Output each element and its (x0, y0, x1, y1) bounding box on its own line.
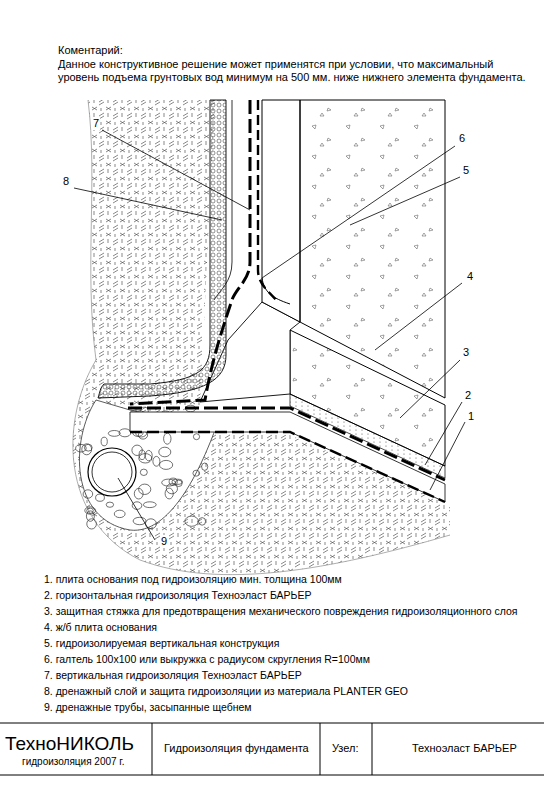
vertical-waterproofing (130, 100, 250, 404)
pebble (132, 445, 142, 455)
soil-edge (73, 100, 450, 575)
pebble (145, 450, 152, 460)
drain-pipe-inner (92, 452, 132, 492)
legend-item: 4. ж/б плита основания (44, 621, 157, 634)
pebble (185, 516, 198, 526)
legend-item: 5. гидроизолируемая вертикальная констру… (44, 637, 279, 650)
pebble (143, 502, 156, 508)
node-label: Узел: (332, 742, 359, 755)
callout-number: 4 (466, 270, 474, 283)
pebble (164, 433, 171, 444)
legend-item: 1. плита основания под гидроизоляцию мин… (44, 573, 342, 586)
callout-number: 3 (462, 346, 470, 359)
pebble (87, 519, 97, 529)
pebble (202, 463, 208, 470)
drainage-layer (98, 100, 226, 398)
legend-item: 7. вертикальная гидроизоляция Техноэласт… (44, 669, 302, 682)
leader-lines (74, 130, 465, 540)
pebble (84, 444, 92, 451)
pebble (159, 447, 171, 457)
legend-item: 9. дренажные трубы, засыпанные щебнем (44, 701, 252, 714)
pebble (83, 490, 93, 498)
pebble (133, 517, 146, 524)
company-subtitle: гидроизоляция 2007 г. (22, 756, 125, 768)
wall-face (300, 100, 445, 398)
callout-number: 8 (62, 175, 70, 188)
pebble (82, 444, 92, 455)
callout-number: 6 (458, 132, 466, 145)
title-block (0, 723, 544, 775)
pebble (160, 460, 173, 469)
callout-number: 1 (467, 410, 475, 423)
pebble (96, 494, 105, 501)
pebble (193, 434, 199, 440)
callout-number: 5 (462, 164, 470, 177)
callout-number: 2 (464, 389, 472, 402)
pebble (108, 431, 120, 437)
legend-item: 6. галтель 100х100 или выкружка с радиус… (44, 653, 370, 666)
drain-pipe (88, 448, 136, 496)
pebble (139, 484, 151, 494)
fillet (262, 278, 290, 304)
pebble (139, 454, 152, 463)
pebble (114, 510, 125, 517)
sheet-title: Гидроизоляция фундамента (164, 742, 309, 755)
comment-text: Данное конструктивное решение может прим… (58, 58, 528, 84)
pebble (106, 502, 113, 507)
soil (73, 100, 450, 575)
pebble (132, 502, 142, 510)
legend-item: 2. горизонтальная гидроизоляция Техноэла… (44, 589, 311, 602)
legend-item: 3. защитная стяжка для предотвращения ме… (44, 605, 518, 618)
node-name: Техноэласт БАРЬЕР (412, 742, 517, 755)
pebble (119, 429, 131, 437)
pebble (199, 518, 206, 526)
pebble (169, 478, 177, 485)
pebble (101, 437, 107, 446)
wall-side (262, 100, 300, 322)
legend-item: 8. дренажный слой и защита гидроизоляции… (44, 685, 408, 698)
pebble (87, 508, 94, 513)
pebble (140, 469, 147, 475)
company-logo: ТехноНИКОЛЬ (5, 733, 134, 756)
callout-number: 7 (92, 117, 100, 130)
pebble (193, 470, 200, 476)
comment-heading: Коментарий: (58, 44, 123, 57)
pebble (153, 456, 160, 466)
drainage-layer-line (214, 100, 232, 300)
callout-number: 9 (160, 535, 168, 548)
